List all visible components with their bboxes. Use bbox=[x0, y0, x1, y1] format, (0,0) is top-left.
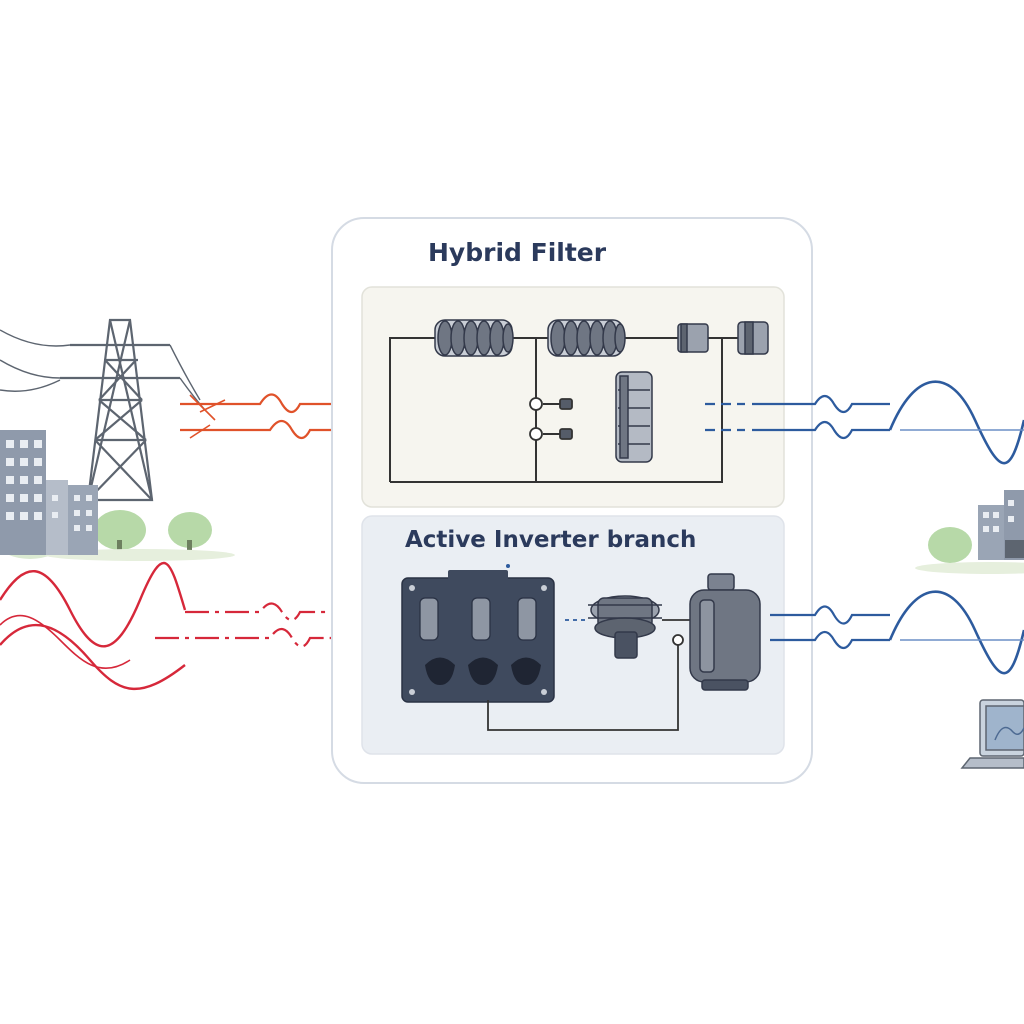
harmonic-wave-lead bbox=[155, 602, 390, 648]
harmonic-wave-lower bbox=[0, 561, 187, 690]
hybrid-filter-title: Hybrid Filter bbox=[428, 238, 607, 267]
inverter-module-icon bbox=[401, 570, 555, 703]
laptop-icon bbox=[960, 699, 1024, 769]
inductor-icon bbox=[547, 319, 626, 357]
city-buildings-icon bbox=[0, 430, 98, 555]
terminal-node-icon bbox=[529, 397, 573, 441]
clean-wave-upper bbox=[705, 380, 1024, 465]
motor-icon bbox=[689, 573, 761, 691]
transmission-tower-icon bbox=[0, 318, 206, 502]
inverter-wiring bbox=[487, 619, 690, 731]
clean-wave-lower bbox=[770, 590, 1024, 675]
transformer-icon bbox=[588, 595, 662, 659]
capacitor-bank-icon bbox=[615, 371, 653, 463]
capacitor-icon bbox=[677, 321, 769, 355]
active-inverter-branch-title: Active Inverter branch bbox=[405, 527, 697, 553]
terminal-node-icon bbox=[506, 564, 510, 568]
terminal-node-icon bbox=[672, 634, 684, 646]
city-buildings-icon bbox=[915, 490, 1024, 574]
inductor-icon bbox=[434, 319, 514, 357]
